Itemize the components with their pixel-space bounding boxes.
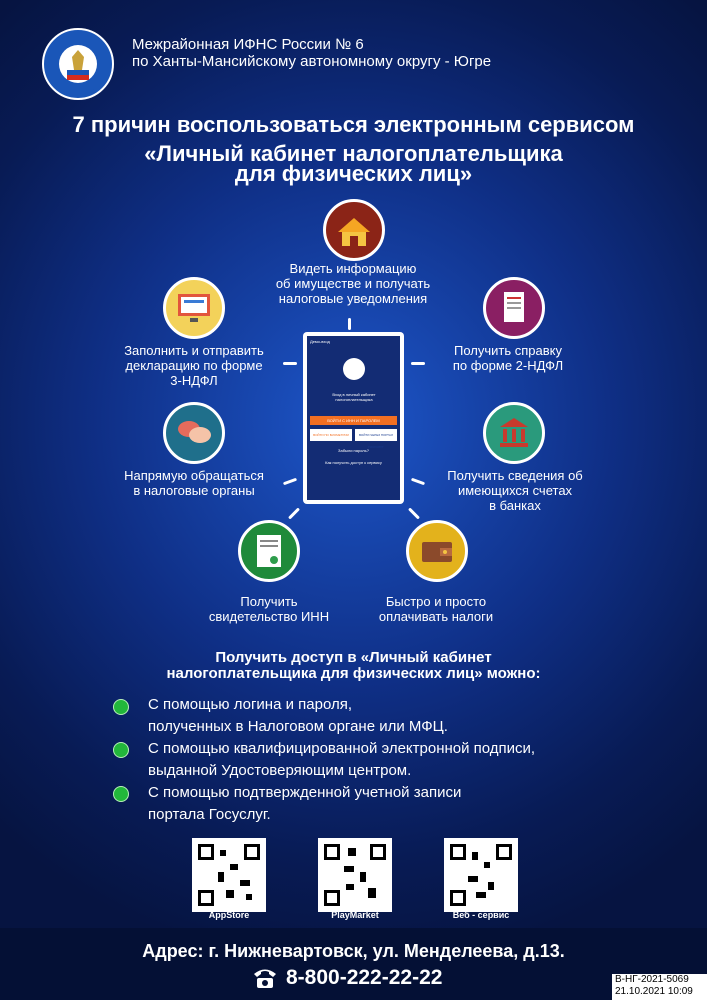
phone-access-link[interactable]: Как получить доступ к сервису	[325, 460, 382, 465]
reason-declaration: Заполнить и отправить декларацию по форм…	[124, 343, 264, 388]
access-heading-line-2: налогоплательщика для физических лиц» мо…	[166, 665, 541, 682]
reason-property: Видеть информацию об имуществе и получат…	[275, 261, 431, 306]
qr-code-web[interactable]	[444, 838, 518, 912]
connector-bottom-left	[287, 507, 301, 520]
phone-header: Демо-вход	[310, 339, 330, 344]
access-item-1: С помощью логина и пароля, полученных в …	[148, 696, 448, 735]
access-item-2: С помощью квалифицированной электронной …	[148, 740, 536, 779]
reason-2ndfl: Получить справку по форме 2-НДФЛ	[452, 343, 564, 373]
bullet-dot	[113, 786, 129, 802]
qr-label-web: Веб - сервис	[452, 910, 510, 920]
phone-mockup: Демо-вход Вход в личный кабинет налогопл…	[303, 332, 404, 504]
registration-stamp: В-НГ-2021-5069 21.10.2021 10:09	[612, 974, 707, 1000]
qr-pattern	[448, 842, 514, 908]
connector-mid-left	[282, 477, 298, 486]
reason-pay: Быстро и просто оплачивать налоги	[378, 594, 494, 624]
phone-logo	[343, 358, 365, 380]
certificate-icon	[238, 520, 300, 582]
qr-label-appstore: AppStore	[208, 910, 250, 920]
phone-screen: Демо-вход Вход в личный кабинет налогопл…	[307, 336, 400, 500]
org-name: Межрайонная ИФНС России № 6 по Ханты-Ман…	[132, 36, 492, 70]
qr-pattern	[322, 842, 388, 908]
connector-top	[348, 318, 351, 330]
phone-gosuslugi-button[interactable]: ВОЙТИ ЧЕРЕЗ ПОРТАЛ ГОСУСЛУГ	[355, 429, 397, 449]
title-line-3: для физических лиц»	[234, 161, 473, 186]
title-line-1: 7 причин воспользоваться электронным сер…	[72, 112, 635, 137]
phone-biometry-button[interactable]: ВОЙТИ ПО БИОМЕТРИИ	[310, 429, 352, 441]
bullet-dot	[113, 699, 129, 715]
wallet-icon	[406, 520, 468, 582]
footer-address: Адрес: г. Нижневартовск, ул. Менделеева,…	[142, 941, 565, 961]
connector-upper-left	[283, 362, 297, 365]
reason-inn: Получить свидетельство ИНН	[208, 594, 330, 624]
access-heading-line-1: Получить доступ в «Личный кабинет	[215, 649, 492, 666]
footer	[0, 928, 707, 1000]
connector-mid-right	[410, 477, 426, 486]
qr-code-playmarket[interactable]	[318, 838, 392, 912]
qr-label-playmarket: PlayMarket	[331, 910, 379, 920]
computer-icon	[163, 277, 225, 339]
bullet-dot	[113, 742, 129, 758]
phone-login-button[interactable]: ВОЙТИ С ИНН И ПАРОЛЕМ	[310, 416, 397, 425]
bank-icon	[483, 402, 545, 464]
access-item-3: С помощью подтвержденной учетной записи …	[148, 784, 462, 823]
qr-pattern	[196, 842, 262, 908]
fns-emblem-logo	[42, 28, 114, 100]
title-line-2: «Личный кабинет налогоплательщика	[144, 141, 563, 166]
document-icon	[483, 277, 545, 339]
connector-bottom-right	[407, 507, 421, 520]
chat-icon	[163, 402, 225, 464]
connector-upper-right	[411, 362, 425, 365]
telephone-icon	[251, 966, 279, 990]
reason-bank-accounts: Получить сведения об имеющихся счетах в …	[447, 468, 583, 513]
phone-subtitle: Вход в личный кабинет налогоплательщика	[332, 392, 376, 402]
footer-phone[interactable]: 8-800-222-22-22	[286, 966, 443, 989]
qr-code-appstore[interactable]	[192, 838, 266, 912]
reason-contact: Напрямую обращаться в налоговые органы	[124, 468, 264, 498]
phone-forgot-link[interactable]: Забыли пароль?	[338, 448, 369, 453]
house-icon	[323, 199, 385, 261]
